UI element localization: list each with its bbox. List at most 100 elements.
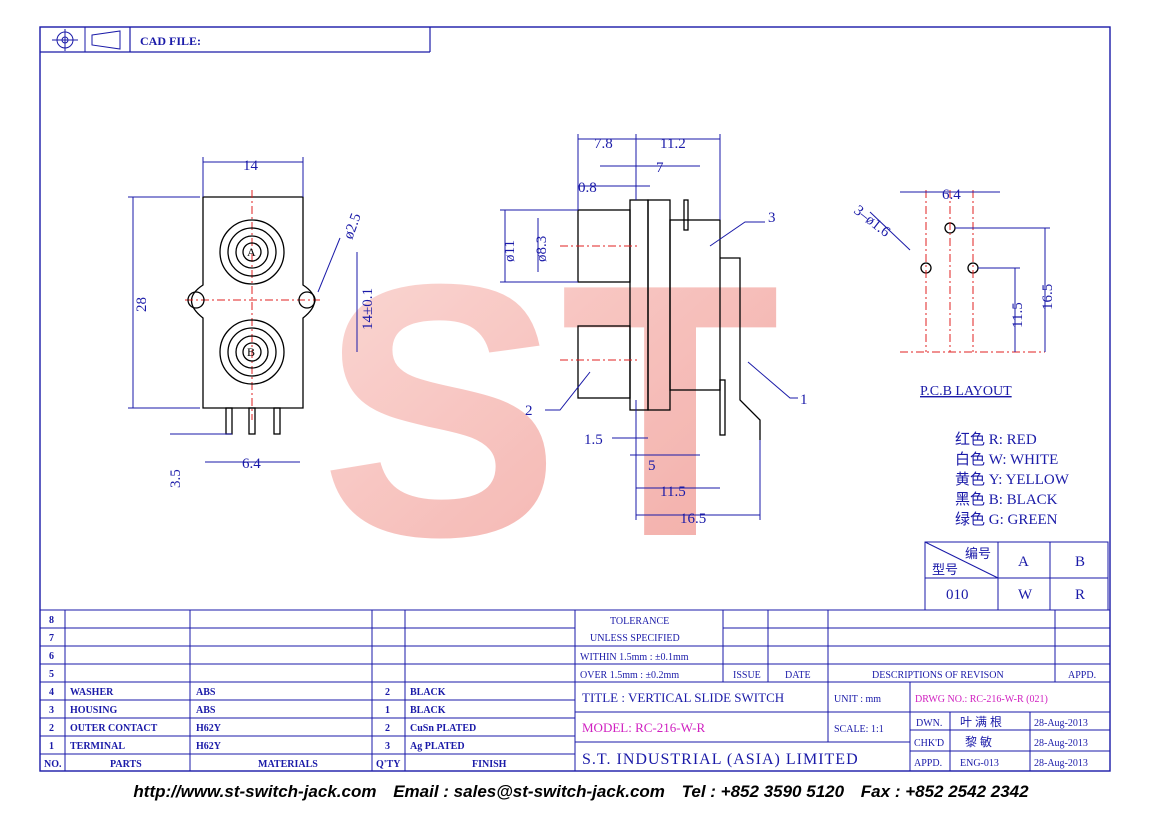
svg-text:UNIT : mm: UNIT : mm — [834, 694, 881, 705]
svg-text:MODEL: RC-216-W-R: MODEL: RC-216-W-R — [582, 720, 705, 735]
svg-text:Q'TY: Q'TY — [376, 759, 401, 770]
svg-text:红色 R: RED: 红色 R: RED — [955, 431, 1037, 448]
svg-text:28: 28 — [134, 297, 150, 312]
svg-text:B: B — [247, 345, 255, 359]
svg-text:DRWG NO.: RC-216-W-R (021): DRWG NO.: RC-216-W-R (021) — [915, 694, 1048, 705]
svg-text:010: 010 — [946, 587, 969, 603]
svg-text:PARTS: PARTS — [110, 759, 142, 770]
side-view: 7.8 11.2 7 0.8 ø11 ø8.3 1.5 5 11.5 16.5 … — [500, 134, 808, 527]
svg-text:HOUSING: HOUSING — [70, 705, 117, 716]
projection-symbol-icon — [52, 29, 121, 51]
title-block: TITLE : VERTICAL SLIDE SWITCH UNIT : mm … — [575, 682, 1110, 771]
svg-text:APPD.: APPD. — [1068, 670, 1096, 681]
svg-text:A: A — [247, 245, 256, 259]
svg-text:2: 2 — [385, 723, 390, 734]
svg-text:绿色 G: GREEN: 绿色 G: GREEN — [955, 511, 1058, 528]
color-legend: 红色 R: RED 白色 W: WHITE 黄色 Y: YELLOW 黑色 B:… — [955, 431, 1070, 528]
svg-text:黄色 Y: YELLOW: 黄色 Y: YELLOW — [955, 471, 1070, 488]
front-view: A B 14 28 14±0.1 ø2.5 3.5 6.4 — [128, 157, 376, 488]
svg-text:28-Aug-2013: 28-Aug-2013 — [1034, 718, 1088, 729]
svg-text:ENG-013: ENG-013 — [960, 758, 999, 769]
svg-text:ABS: ABS — [196, 687, 216, 698]
contact-footer: http://www.st-switch-jack.com Email : sa… — [0, 782, 1162, 802]
svg-text:3: 3 — [49, 705, 54, 716]
bom-table: 8 7 6 5 4 WASHER ABS 2 BLACK 3 HOUSING A… — [40, 609, 1110, 771]
svg-text:1: 1 — [800, 392, 808, 408]
svg-text:ST: ST — [320, 210, 780, 612]
svg-text:ISSUE: ISSUE — [733, 670, 761, 681]
fax-text: Fax : +852 2542 2342 — [860, 782, 1029, 801]
svg-text:ABS: ABS — [196, 705, 216, 716]
svg-text:TERMINAL: TERMINAL — [70, 741, 125, 752]
svg-text:OUTER CONTACT: OUTER CONTACT — [70, 723, 158, 734]
tolerance-block: TOLERANCE UNLESS SPECIFIED WITHIN 1.5mm … — [575, 610, 1110, 682]
svg-text:WASHER: WASHER — [70, 687, 114, 698]
svg-text:TITLE : VERTICAL SLIDE SWITCH: TITLE : VERTICAL SLIDE SWITCH — [582, 690, 784, 705]
svg-text:2: 2 — [385, 687, 390, 698]
svg-text:5: 5 — [49, 669, 54, 680]
svg-text:FINISH: FINISH — [472, 759, 507, 770]
svg-text:2: 2 — [49, 723, 54, 734]
svg-text:DESCRIPTIONS OF REVISON: DESCRIPTIONS OF REVISON — [872, 670, 1004, 681]
svg-text:0.8: 0.8 — [578, 180, 597, 196]
svg-text:1.5: 1.5 — [584, 432, 603, 448]
svg-text:4: 4 — [49, 687, 54, 698]
svg-text:Ag PLATED: Ag PLATED — [410, 741, 465, 752]
svg-text:14±0.1: 14±0.1 — [360, 288, 376, 330]
svg-text:8: 8 — [49, 615, 54, 626]
svg-text:7.8: 7.8 — [594, 136, 613, 152]
svg-text:UNLESS SPECIFIED: UNLESS SPECIFIED — [590, 633, 680, 644]
svg-text:11.2: 11.2 — [660, 136, 686, 152]
svg-text:2: 2 — [525, 403, 533, 419]
svg-text:BLACK: BLACK — [410, 705, 446, 716]
svg-text:TOLERANCE: TOLERANCE — [610, 616, 669, 627]
svg-text:CHK'D: CHK'D — [914, 738, 944, 749]
svg-text:28-Aug-2013: 28-Aug-2013 — [1034, 758, 1088, 769]
svg-text:R: R — [1075, 587, 1085, 603]
svg-text:11.5: 11.5 — [660, 484, 686, 500]
svg-text:3: 3 — [768, 210, 776, 226]
svg-text:7: 7 — [656, 160, 664, 176]
svg-text:ø8.3: ø8.3 — [534, 236, 550, 262]
telephone-text: Tel : +852 3590 5120 — [681, 782, 845, 801]
svg-text:SCALE: 1:1: SCALE: 1:1 — [834, 724, 884, 735]
svg-text:黎 敏: 黎 敏 — [965, 734, 992, 749]
svg-text:叶 满 根: 叶 满 根 — [960, 715, 1002, 729]
svg-text:A: A — [1018, 554, 1029, 570]
svg-text:6: 6 — [49, 651, 54, 662]
pcb-layout-title: P.C.B LAYOUT — [920, 384, 1012, 399]
drawing-svg: CAD FILE: ST A B 14 28 14±0.1 ø2.5 — [39, 26, 1111, 772]
svg-text:ø11: ø11 — [502, 240, 518, 262]
email-link[interactable]: Email : sales@st-switch-jack.com — [393, 782, 665, 801]
svg-text:OVER 1.5mm : ±0.2mm: OVER 1.5mm : ±0.2mm — [580, 670, 679, 681]
website-link[interactable]: http://www.st-switch-jack.com — [133, 782, 377, 801]
svg-text:S.T. INDUSTRIAL (ASIA) LIMITED: S.T. INDUSTRIAL (ASIA) LIMITED — [582, 751, 859, 768]
svg-text:11.5: 11.5 — [1010, 302, 1026, 328]
pcb-layout: 6.4 3–ø1.6 11.5 16.5 P.C.B LAYOUT — [851, 187, 1056, 399]
svg-text:28-Aug-2013: 28-Aug-2013 — [1034, 738, 1088, 749]
svg-text:黑色 B: BLACK: 黑色 B: BLACK — [955, 491, 1058, 508]
svg-text:CuSn PLATED: CuSn PLATED — [410, 723, 476, 734]
svg-text:BLACK: BLACK — [410, 687, 446, 698]
svg-text:3: 3 — [385, 741, 390, 752]
svg-text:5: 5 — [648, 458, 656, 474]
svg-text:6.4: 6.4 — [242, 456, 261, 472]
svg-text:编号: 编号 — [965, 546, 991, 561]
cad-file-label: CAD FILE: — [140, 34, 201, 48]
svg-text:W: W — [1018, 587, 1033, 603]
svg-text:B: B — [1075, 554, 1085, 570]
svg-text:6.4: 6.4 — [942, 187, 961, 203]
st-watermark: ST — [320, 210, 780, 612]
svg-text:16.5: 16.5 — [680, 511, 706, 527]
svg-text:3–ø1.6: 3–ø1.6 — [851, 203, 894, 241]
svg-text:7: 7 — [49, 633, 54, 644]
svg-text:WITHIN 1.5mm : ±0.1mm: WITHIN 1.5mm : ±0.1mm — [580, 652, 689, 663]
svg-text:型号: 型号 — [932, 562, 958, 577]
svg-text:14: 14 — [243, 158, 259, 174]
svg-text:NO.: NO. — [44, 759, 62, 770]
svg-text:H62Y: H62Y — [196, 741, 222, 752]
svg-text:白色 W: WHITE: 白色 W: WHITE — [955, 451, 1058, 468]
svg-text:H62Y: H62Y — [196, 723, 222, 734]
svg-text:DWN.: DWN. — [916, 718, 942, 729]
